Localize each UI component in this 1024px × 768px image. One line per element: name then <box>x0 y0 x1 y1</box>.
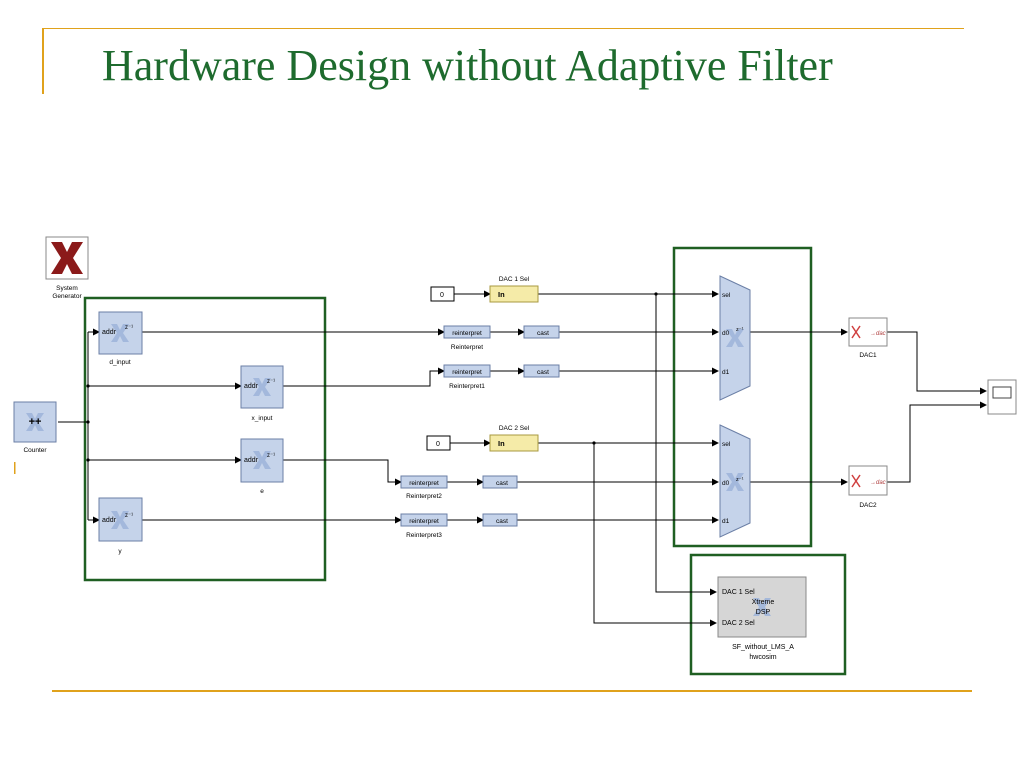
ram-label-x-input: x_input <box>252 415 273 422</box>
ram-label-e: e <box>260 488 264 495</box>
dac-block-2[interactable]: →dac DAC2 <box>848 465 888 509</box>
constant-block-1[interactable]: 0 <box>430 286 455 302</box>
ram-port-addr: addr <box>244 383 259 390</box>
hwcosim-label-2: hwcosim <box>749 654 776 661</box>
counter-block[interactable]: ++ Counter <box>13 401 57 454</box>
hwcosim-center-1: Xtreme <box>752 599 775 606</box>
ram-delay-sup: z⁻¹ <box>125 325 133 331</box>
mux-port-d0: d0 <box>722 330 730 337</box>
counter-label: Counter <box>23 447 47 454</box>
gateway-text: In <box>498 290 505 299</box>
mux-group-border <box>672 246 813 548</box>
system-generator-label-2: Generator <box>52 293 82 300</box>
reinterpret-text: reinterpret <box>452 330 482 337</box>
ram-block-y[interactable]: addr z⁻¹ y <box>98 497 143 555</box>
ram-group-border <box>83 296 327 582</box>
cast-text: cast <box>496 518 508 525</box>
mux-port-sel: sel <box>722 441 731 448</box>
mux-block-2[interactable]: sel d0 z⁻¹ d1 <box>719 424 751 538</box>
wires <box>58 290 987 627</box>
reinterpret-label: Reinterpret1 <box>449 383 485 390</box>
hwcosim-center-2: DSP <box>756 609 771 616</box>
counter-symbol: ++ <box>29 416 42 428</box>
ram-label-y: y <box>118 548 122 555</box>
cast-block-1[interactable]: cast <box>523 364 560 378</box>
xilinx-x-icon <box>851 325 861 339</box>
reinterpret-label: Reinterpret3 <box>406 532 442 539</box>
title-accent-horizontal-line <box>42 28 964 29</box>
reinterpret-block-0[interactable]: reinterpret Reinterpret <box>443 325 491 351</box>
reinterpret-label: Reinterpret2 <box>406 493 442 500</box>
hwcosim-port-1: DAC 1 Sel <box>722 589 755 596</box>
ram-delay-sup: z⁻¹ <box>125 513 133 519</box>
system-generator-block[interactable]: System Generator <box>45 236 89 300</box>
mux-delay-sup: z⁻¹ <box>736 477 744 483</box>
slide-title: Hardware Design without Adaptive Filter <box>102 41 833 90</box>
constant-value: 0 <box>436 441 440 448</box>
reinterpret-block-2[interactable]: reinterpret Reinterpret2 <box>400 475 448 500</box>
cast-text: cast <box>537 330 549 337</box>
ram-port-addr: addr <box>244 457 259 464</box>
ram-port-addr: addr <box>102 517 117 524</box>
title-accent-vertical-line <box>42 28 44 94</box>
ram-block-e[interactable]: addr z⁻¹ e <box>240 438 284 495</box>
gateway-title: DAC 2 Sel <box>499 425 530 432</box>
mux-port-d1: d1 <box>722 518 730 525</box>
mux-block-1[interactable]: sel d0 z⁻¹ d1 <box>719 275 751 401</box>
hwcosim-block[interactable]: DAC 1 Sel Xtreme DSP DAC 2 Sel SF_withou… <box>717 576 807 661</box>
scope-block[interactable] <box>987 379 1017 415</box>
scope-icon <box>992 386 1012 399</box>
constant-value: 0 <box>440 292 444 299</box>
mux-delay-sup: z⁻¹ <box>736 327 744 333</box>
ram-label-d-input: d_input <box>109 359 131 366</box>
wire-junctions <box>86 292 658 462</box>
gateway-title: DAC 1 Sel <box>499 276 530 283</box>
cast-block-2[interactable]: cast <box>482 475 518 489</box>
cast-block-3[interactable]: cast <box>482 513 518 527</box>
reinterpret-text: reinterpret <box>452 369 482 376</box>
xilinx-x-icon <box>851 474 861 488</box>
dac-label: DAC2 <box>859 502 877 509</box>
gateway-text: In <box>498 439 505 448</box>
reinterpret-label: Reinterpret <box>451 344 483 351</box>
reinterpret-block-1[interactable]: reinterpret Reinterpret1 <box>443 364 491 390</box>
cast-text: cast <box>537 369 549 376</box>
mux-port-sel: sel <box>722 292 731 299</box>
hwcosim-label-1: SF_without_LMS_A <box>732 644 794 651</box>
gateway-in-dac2-sel[interactable]: DAC 2 Sel In <box>489 425 539 452</box>
xilinx-logo-icon <box>51 242 83 274</box>
constant-block-2[interactable]: 0 <box>426 435 451 451</box>
mux-port-d1: d1 <box>722 369 730 376</box>
hwcosim-port-2: DAC 2 Sel <box>722 620 755 627</box>
cast-text: cast <box>496 480 508 487</box>
ram-delay-sup: z⁻¹ <box>267 379 275 385</box>
ram-block-d-input[interactable]: addr z⁻¹ d_input <box>98 311 143 366</box>
footer-accent-line <box>52 690 972 692</box>
mux-port-d0: d0 <box>722 480 730 487</box>
dac-block-1[interactable]: →dac DAC1 <box>848 317 888 359</box>
ram-block-x-input[interactable]: addr z⁻¹ x_input <box>240 365 284 422</box>
cast-block-0[interactable]: cast <box>523 325 560 339</box>
system-generator-label-1: System <box>56 285 78 292</box>
cursor-marker <box>14 462 16 474</box>
dac-text: →dac <box>870 480 886 486</box>
gateway-in-dac1-sel[interactable]: DAC 1 Sel In <box>489 276 539 303</box>
ram-port-addr: addr <box>102 329 117 336</box>
reinterpret-text: reinterpret <box>409 480 439 487</box>
reinterpret-text: reinterpret <box>409 518 439 525</box>
hwcosim-group-border <box>689 553 847 676</box>
dac-label: DAC1 <box>859 352 877 359</box>
reinterpret-block-3[interactable]: reinterpret Reinterpret3 <box>400 513 448 539</box>
ram-delay-sup: z⁻¹ <box>267 453 275 459</box>
dac-text: →dac <box>870 331 886 337</box>
